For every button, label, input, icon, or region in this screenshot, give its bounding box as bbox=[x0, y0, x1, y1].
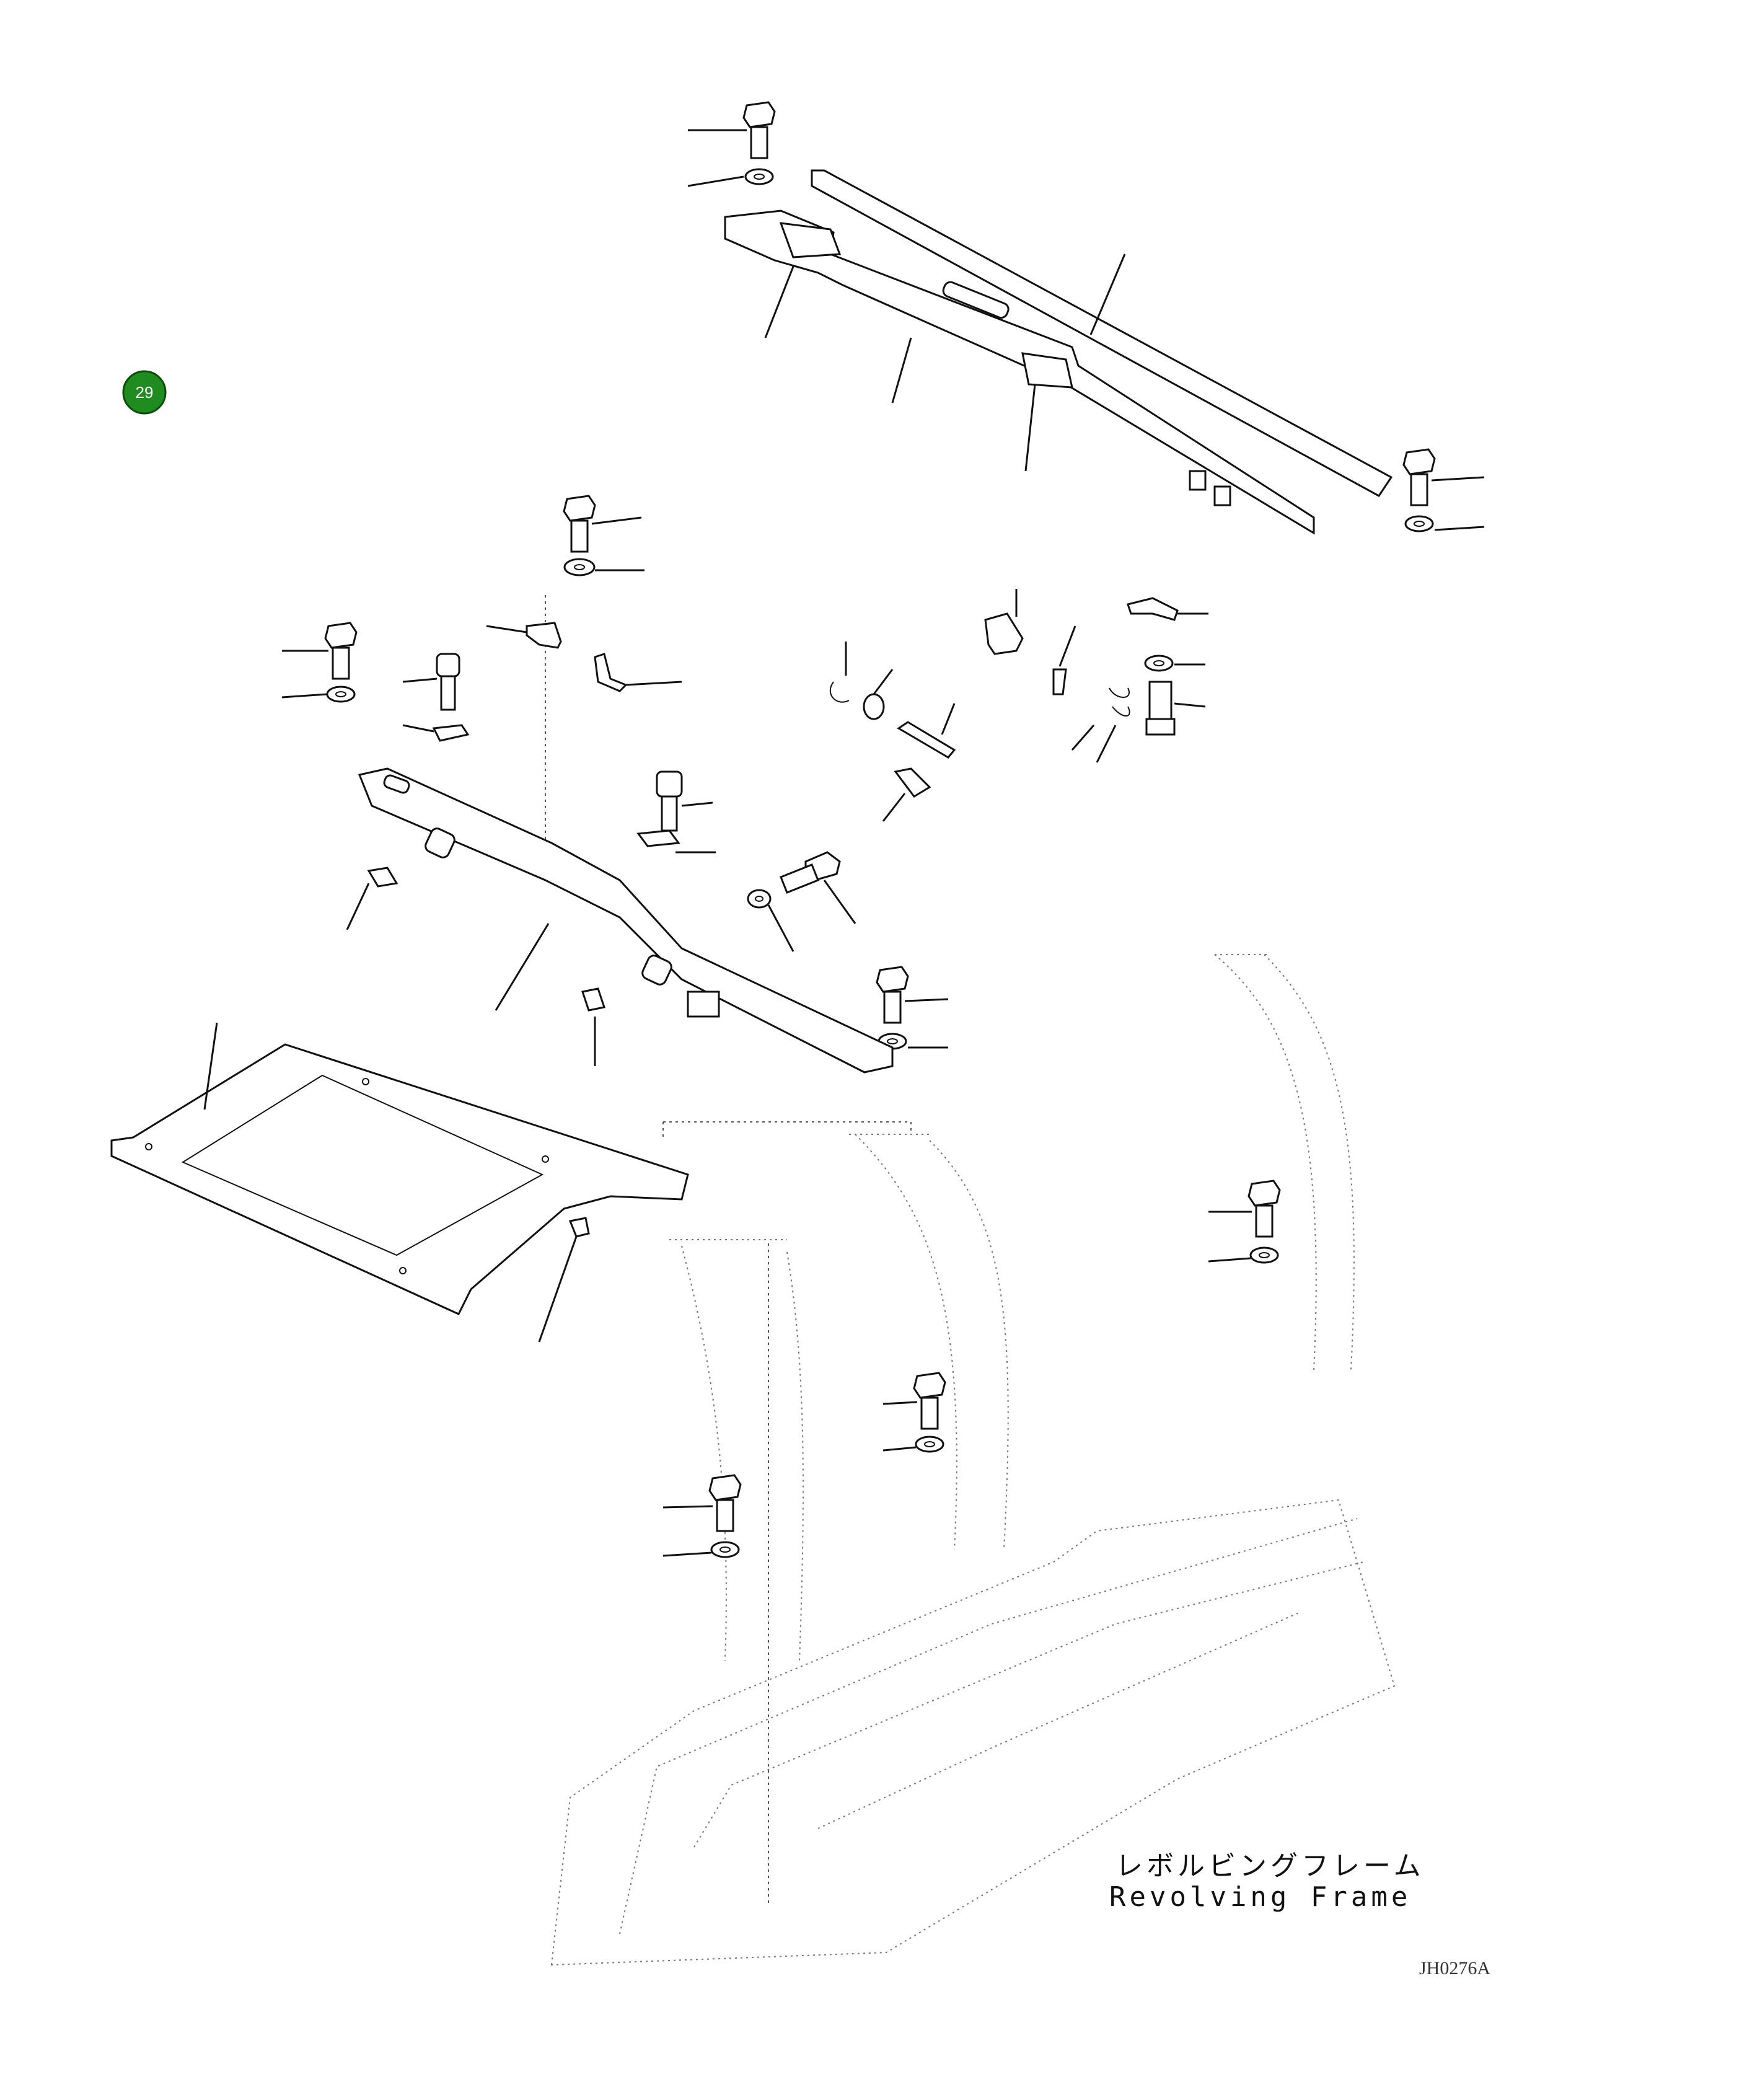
callout-number: 29 bbox=[136, 383, 154, 402]
top-seal-strip bbox=[811, 169, 1393, 497]
washer-icon bbox=[281, 168, 1485, 1558]
top-rail bbox=[724, 210, 1315, 535]
clip-icon bbox=[829, 642, 1130, 763]
floor-plate bbox=[110, 1022, 689, 1315]
lower-rail bbox=[358, 767, 894, 1074]
bolt-icon bbox=[282, 101, 1485, 1532]
frame-label-english: Revolving Frame bbox=[1109, 1881, 1411, 1913]
callout-badge[interactable]: 29 bbox=[122, 370, 167, 415]
pin-icon bbox=[882, 589, 1076, 822]
frame-label-japanese: レボルビングフレーム bbox=[1115, 1850, 1425, 1882]
drawing-code: JH0276A bbox=[1419, 1958, 1490, 1979]
bracket-icon bbox=[346, 597, 1208, 1343]
